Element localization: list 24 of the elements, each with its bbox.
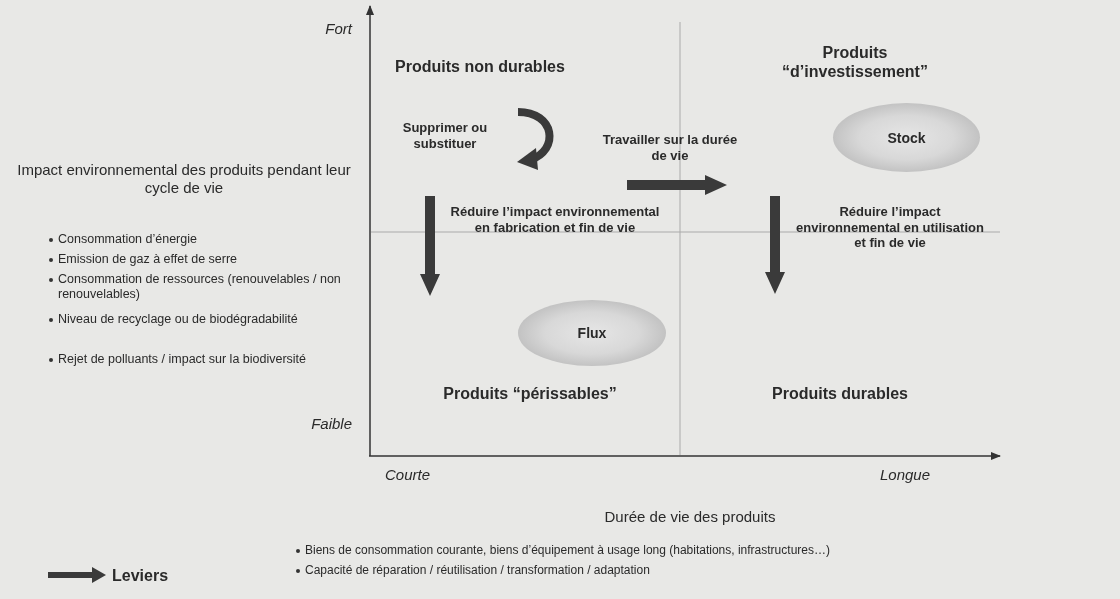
axis-label: Longue	[880, 466, 932, 484]
bullet-text: Biens de consommation courante, biens d’équipement à usage long (habitations, infrastructures…)	[305, 543, 831, 558]
quadrant-title: Produits “d’investissement”	[781, 43, 929, 82]
bullet-text: Emission de gaz à effet de serre	[58, 252, 239, 267]
axis-label: Faible	[310, 415, 352, 433]
lever-label: Réduire l’impact environnemental en fabrication et fin de vie	[449, 204, 661, 236]
legend-label: Leviers	[112, 566, 169, 586]
node-label: Stock	[887, 129, 926, 146]
lever-label: Réduire l’impact environnemental en utilisation et fin de vie	[795, 204, 985, 251]
axis-title: Durée de vie des produits	[603, 508, 777, 526]
bullet-text: Consommation de ressources (renouvelables / non renouvelables)	[58, 272, 342, 302]
axis-title: Impact environnemental des produits pendant leur cycle de vie	[16, 161, 352, 197]
node-label: Flux	[577, 325, 607, 341]
quadrant-title: Produits durables	[771, 384, 909, 404]
lever-label: Travailler sur la durée de vie	[601, 132, 739, 164]
quadrant-title: Produits non durables	[394, 57, 566, 77]
axis-label: Courte	[385, 466, 432, 484]
quadrant-title: Produits “périssables”	[442, 384, 618, 404]
bullet-text: Niveau de recyclage ou de biodégradabilité	[58, 312, 299, 327]
lever-label: Supprimer ou substituer	[401, 120, 489, 152]
bullet-text: Capacité de réparation / réutilisation / transformation / adaptation	[305, 563, 651, 578]
bullet-text: Consommation d’énergie	[58, 232, 198, 247]
bullet-text: Rejet de polluants / impact sur la biodiversité	[58, 352, 308, 367]
axis-label: Fort	[324, 20, 352, 38]
